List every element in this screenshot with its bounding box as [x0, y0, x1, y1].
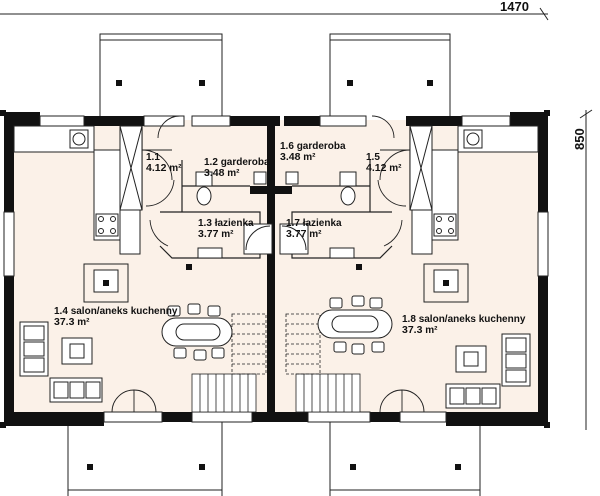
kitchen-counter-right [409, 125, 539, 303]
room-label-1-1: 1.1 4.12 m² [146, 152, 182, 174]
porch-top-right [329, 33, 451, 120]
dimension-line-depth [579, 109, 593, 430]
room-label-1-8: 1.8 salon/aneks kuchenny 37.3 m² [402, 314, 526, 336]
dimension-line-width [0, 7, 549, 21]
room-label-1-3: 1.3 łazienka 3.77 m² [198, 218, 254, 240]
room-label-1-4: 1.4 salon/aneks kuchenny 37.3 m² [54, 306, 178, 328]
wall-markers [0, 110, 550, 428]
windows [3, 115, 549, 423]
dining-table-left [161, 303, 233, 361]
room-label-1-6: 1.6 garderoba 3.48 m² [280, 141, 346, 163]
room-label-1-7: 1.7 łazienka 3.77 m² [286, 218, 342, 240]
dining-table-right [317, 295, 393, 355]
sofa-left [19, 321, 103, 403]
bathroom-fixtures [186, 171, 362, 270]
stairs-right [285, 313, 361, 413]
porch-top-left [99, 33, 223, 120]
porch-bottom-right [329, 416, 481, 496]
door-swings [111, 115, 425, 413]
kitchen-counter-left [13, 125, 143, 303]
dimension-width-label: 1470 [500, 0, 529, 14]
sofa-right [445, 333, 531, 409]
stairs-left [191, 313, 267, 413]
room-label-1-5: 1.5 4.12 m² [366, 152, 402, 174]
porch-bottom-left [67, 416, 223, 496]
dimension-depth-label: 850 [572, 128, 587, 150]
exterior-walls [4, 112, 548, 426]
room-label-1-2: 1.2 garderoba 3.48 m² [204, 157, 270, 179]
